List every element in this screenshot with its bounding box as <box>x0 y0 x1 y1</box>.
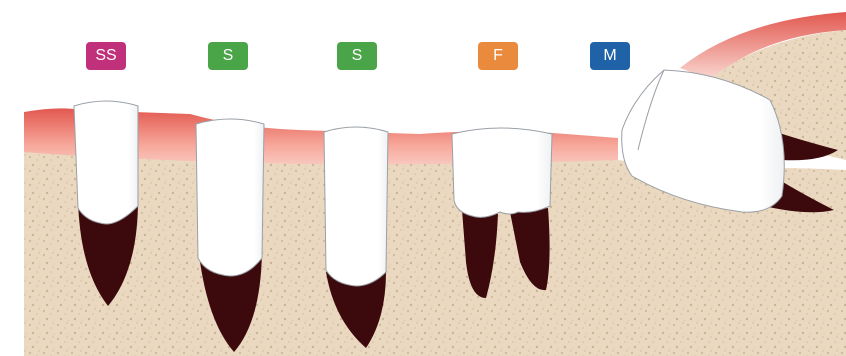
tooth-2-tag: S <box>208 42 248 70</box>
tooth-4-crown <box>452 128 552 217</box>
tooth-3-crown <box>324 127 388 286</box>
tooth-1-crown <box>74 101 138 224</box>
tooth-1-tag: SS <box>86 42 126 70</box>
tooth-2-crown <box>196 119 264 276</box>
tooth-4-tag: F <box>478 42 518 70</box>
tooth-3-tag: S <box>337 42 377 70</box>
tooth-5-tag: M <box>590 42 630 70</box>
